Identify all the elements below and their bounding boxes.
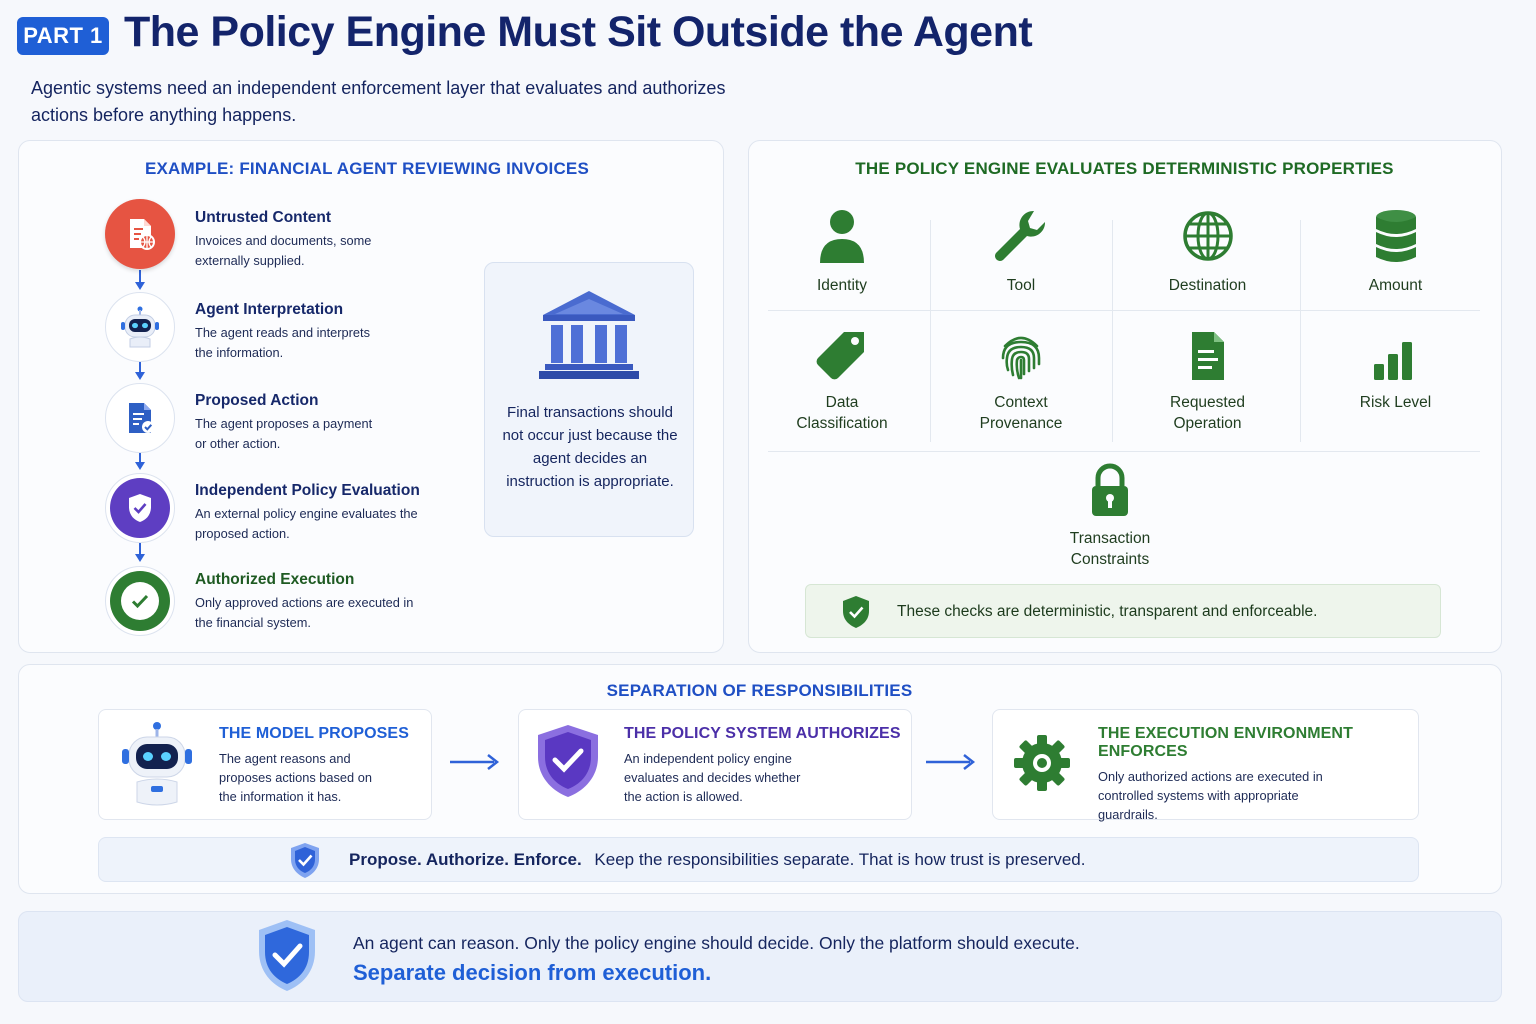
document-check-icon	[105, 383, 175, 453]
step-desc: Invoices and documents, some externally …	[195, 233, 372, 268]
execution-enforces-box: THE EXECUTION ENVIRONMENT ENFORCES Only …	[992, 709, 1419, 822]
connector	[139, 362, 141, 378]
callout-text: Final transactions should not occur just…	[502, 404, 678, 490]
connector	[139, 543, 141, 557]
sep-title: THE MODEL PROPOSES	[219, 725, 409, 742]
arrow-down-icon	[135, 282, 145, 290]
part-badge: PART 1	[17, 17, 109, 55]
tag-icon	[816, 332, 864, 380]
separation-title: SEPARATION OF RESPONSIBILITIES	[606, 681, 913, 700]
sep-title: THE EXECUTION ENVIRONMENT ENFORCES	[1098, 725, 1353, 760]
properties-title: THE POLICY ENGINE EVALUATES DETERMINISTI…	[855, 159, 1394, 178]
grid-divider	[768, 451, 1480, 452]
grid-divider	[768, 310, 1480, 311]
motto-banner: Propose. Authorize. Enforce. Keep the re…	[98, 837, 1419, 882]
motto-rest: Keep the responsibilities separate. That…	[594, 850, 1086, 869]
check-circle-icon	[105, 566, 175, 636]
property-destination: Destination	[1130, 205, 1285, 296]
grid-divider	[1300, 220, 1301, 442]
shield-check-icon	[291, 843, 319, 878]
page-subtitle: Agentic systems need an independent enfo…	[31, 78, 726, 125]
footer-line-1: An agent can reason. Only the policy eng…	[353, 933, 1080, 953]
arrow-right-icon	[926, 754, 976, 770]
gear-icon	[1014, 735, 1070, 791]
arrow-down-icon	[135, 462, 145, 470]
policy-authorizes-box: THE POLICY SYSTEM AUTHORIZES An independ…	[518, 709, 912, 820]
step-title: Untrusted Content	[195, 209, 332, 226]
property-transaction-constraints: Transaction Constraints	[1035, 462, 1185, 570]
step-3: Proposed Action The agent proposes a pay…	[195, 392, 455, 453]
bank-icon	[537, 287, 641, 388]
shield-check-icon	[538, 725, 598, 797]
step-title: Agent Interpretation	[195, 301, 344, 318]
property-data-classification: Data Classification	[768, 328, 916, 434]
property-identity: Identity	[768, 205, 916, 296]
step-desc: The agent proposes a payment or other ac…	[195, 416, 373, 451]
property-label: Tool	[1006, 277, 1036, 294]
property-tool: Tool	[946, 205, 1096, 296]
connector	[139, 452, 141, 468]
connector	[139, 270, 141, 288]
sep-desc: Only authorized actions are executed in …	[1098, 769, 1323, 822]
fingerprint-icon	[1001, 336, 1041, 380]
step-desc: Only approved actions are executed in th…	[195, 595, 414, 630]
shield-check-icon	[259, 920, 315, 991]
model-proposes-text: THE MODEL PROPOSES The agent reasons and…	[219, 725, 424, 806]
motto-bold: Propose. Authorize. Enforce.	[349, 850, 582, 869]
sep-title: THE POLICY SYSTEM AUTHORIZES	[624, 725, 901, 742]
arrow-right-icon	[450, 754, 500, 770]
person-icon	[820, 210, 864, 263]
grid-divider	[1112, 220, 1113, 442]
property-label: Requested Operation	[1170, 394, 1245, 432]
arrow-down-icon	[135, 554, 145, 562]
footer-line-2: Separate decision from execution.	[353, 960, 712, 985]
robot-icon	[122, 722, 192, 806]
execution-enforces-text: THE EXECUTION ENVIRONMENT ENFORCES Only …	[1098, 725, 1413, 824]
lock-icon	[1092, 463, 1128, 516]
step-desc: An external policy engine evaluates the …	[195, 506, 418, 541]
page-title: The Policy Engine Must Sit Outside the A…	[124, 8, 1033, 56]
step-title: Independent Policy Evaluation	[195, 482, 420, 499]
property-risk-level: Risk Level	[1318, 328, 1473, 413]
grid-divider	[930, 220, 931, 442]
document-icon	[1191, 332, 1224, 380]
document-globe-icon	[105, 199, 175, 269]
wrench-icon	[995, 210, 1046, 261]
example-title: EXAMPLE: FINANCIAL AGENT REVIEWING INVOI…	[144, 159, 590, 178]
sep-desc: The agent reasons and proposes actions b…	[219, 751, 372, 804]
shield-check-icon	[105, 473, 175, 543]
property-amount: Amount	[1318, 205, 1473, 296]
database-icon	[1375, 210, 1416, 262]
property-label: Risk Level	[1359, 394, 1432, 411]
model-proposes-box: THE MODEL PROPOSES The agent reasons and…	[98, 709, 432, 820]
callout-box: Final transactions should not occur just…	[484, 262, 694, 537]
motto-text: Propose. Authorize. Enforce. Keep the re…	[349, 850, 1085, 870]
globe-icon	[1182, 211, 1233, 261]
step-title: Authorized Execution	[195, 571, 355, 588]
step-5: Authorized Execution Only approved actio…	[195, 571, 455, 632]
footer-panel: An agent can reason. Only the policy eng…	[18, 911, 1502, 1002]
step-1: Untrusted Content Invoices and documents…	[195, 209, 455, 270]
shield-check-icon	[843, 596, 869, 628]
property-label: Transaction Constraints	[1069, 530, 1151, 568]
bar-chart-icon	[1373, 342, 1412, 380]
policy-authorizes-text: THE POLICY SYSTEM AUTHORIZES An independ…	[624, 725, 904, 806]
robot-icon	[105, 292, 175, 362]
deterministic-note: These checks are deterministic, transpar…	[805, 584, 1441, 638]
property-label: Amount	[1368, 277, 1423, 294]
step-desc: The agent reads and interprets the infor…	[195, 325, 371, 360]
sep-desc: An independent policy engine evaluates a…	[624, 751, 801, 804]
property-label: Context Provenance	[979, 394, 1063, 432]
property-requested-operation: Requested Operation	[1130, 328, 1285, 434]
property-label: Identity	[817, 277, 867, 294]
arrow-down-icon	[135, 372, 145, 380]
property-label: Data Classification	[796, 394, 888, 432]
step-4: Independent Policy Evaluation An externa…	[195, 482, 455, 543]
step-2: Agent Interpretation The agent reads and…	[195, 301, 455, 362]
property-context-provenance: Context Provenance	[946, 328, 1096, 434]
step-title: Proposed Action	[195, 392, 319, 409]
property-label: Destination	[1168, 277, 1247, 294]
deterministic-note-text: These checks are deterministic, transpar…	[897, 603, 1318, 620]
